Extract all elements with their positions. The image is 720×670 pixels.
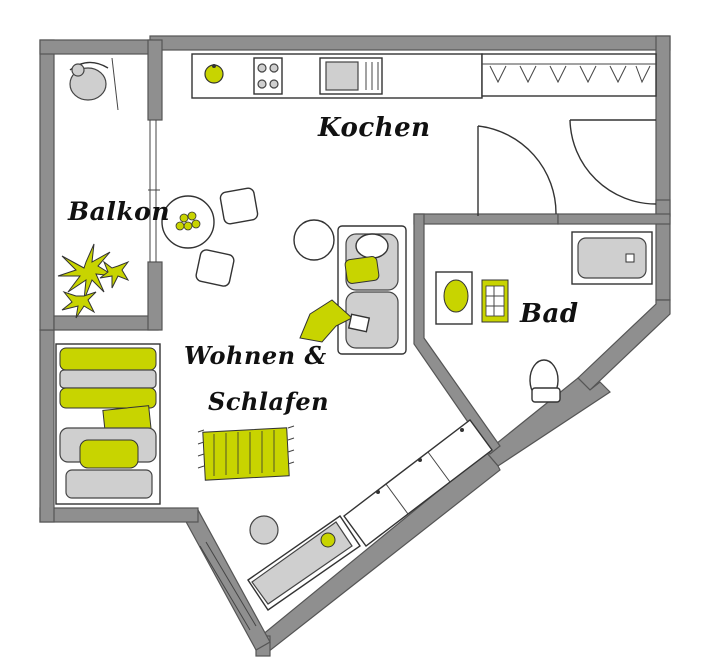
balcony-chair-icon <box>69 57 119 111</box>
lower-window <box>199 541 257 631</box>
plant-icon <box>57 243 130 319</box>
wardrobe-icon <box>481 53 657 97</box>
bathtub-icon <box>571 231 653 285</box>
washbasin-icon <box>435 271 473 325</box>
room-label-balcony: Balkon <box>67 197 170 226</box>
wall-cabinet-icon <box>343 419 493 547</box>
side-table-icon <box>249 515 279 545</box>
room-label-living-line2: Schlafen <box>208 387 329 416</box>
room-label-living-line1: Wohnen & <box>184 341 327 370</box>
door-arcs <box>477 119 657 216</box>
tv-cabinet-icon <box>247 515 361 611</box>
chair-icon <box>195 187 259 287</box>
bathmat-icon <box>481 279 509 323</box>
sink-icon <box>319 57 383 95</box>
round-table-icon <box>293 219 335 261</box>
balcony-window <box>148 120 160 262</box>
dining-table-icon <box>161 195 215 249</box>
rug-icon <box>197 425 295 481</box>
room-label-bath: Bad <box>519 299 579 329</box>
toilet-icon <box>529 359 561 403</box>
bed-icon <box>55 343 161 505</box>
sofa-icon <box>299 225 407 355</box>
walls <box>39 35 671 657</box>
kitchen-counter <box>191 53 483 99</box>
hob-icon <box>253 57 283 95</box>
room-label-kitchen: Kochen <box>317 113 431 143</box>
